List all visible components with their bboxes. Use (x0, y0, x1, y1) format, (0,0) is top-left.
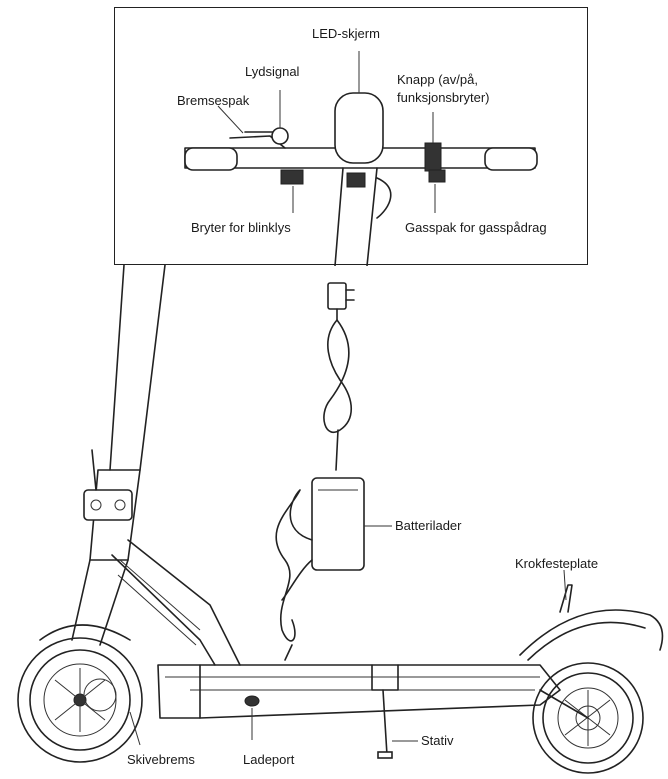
label-skivebrems: Skivebrems (127, 752, 195, 767)
power-button-box (424, 142, 442, 172)
front-wheel (17, 637, 143, 763)
label-knapp-line1: Knapp (av/på, (397, 72, 478, 87)
label-bryter-blinklys: Bryter for blinklys (191, 220, 291, 235)
wall-plug (327, 282, 347, 310)
label-stativ: Stativ (421, 733, 454, 748)
rear-wheel (532, 662, 644, 774)
rear-fender (519, 609, 664, 656)
kickstand-mount (371, 664, 399, 691)
label-gasspak: Gasspak for gasspådrag (405, 220, 547, 235)
bell (271, 127, 289, 145)
front-fender (39, 624, 131, 641)
label-batterilader: Batterilader (395, 518, 462, 533)
front-frame (111, 539, 241, 666)
hook-plate (559, 584, 573, 613)
inset-stem (334, 167, 378, 266)
charger-brick (311, 477, 365, 571)
label-krokfesteplate: Krokfesteplate (515, 556, 599, 571)
kickstand (382, 689, 388, 756)
cable-coil (323, 319, 353, 433)
left-grip (184, 147, 238, 171)
charger-cable (275, 489, 313, 642)
charge-port (244, 695, 260, 707)
label-knapp-line2: funksjonsbryter) (397, 90, 490, 105)
led-display (334, 92, 384, 164)
steering-stem (109, 264, 166, 471)
label-ladeport: Ladeport (243, 752, 295, 767)
disc-brake (83, 678, 117, 712)
handlebar-illustration (184, 51, 538, 266)
turn-signal-switch (280, 169, 304, 185)
fold-clamp (83, 489, 133, 521)
label-bremsespak: Bremsespak (177, 93, 250, 108)
label-led-skjerm: LED-skjerm (312, 26, 380, 41)
throttle (428, 169, 446, 183)
label-lydsignal: Lydsignal (245, 64, 300, 79)
deck (157, 664, 561, 719)
handlebar-inset: LED-skjerm Lydsignal Knapp (av/på, funks… (114, 7, 588, 266)
rear-swingarm (539, 689, 589, 719)
front-fork (71, 559, 129, 646)
right-grip (484, 147, 538, 171)
